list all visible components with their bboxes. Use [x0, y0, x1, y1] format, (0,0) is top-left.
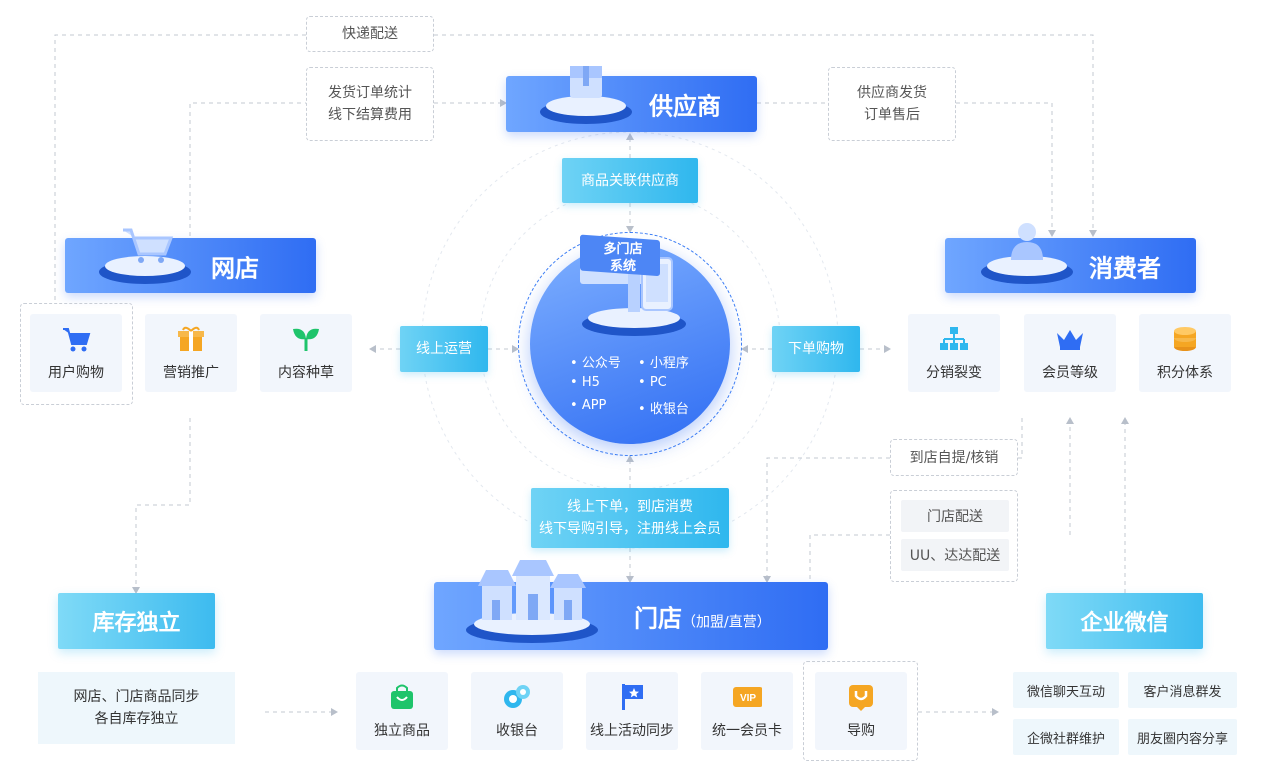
crown-icon: [1055, 324, 1085, 354]
online-tile-content[interactable]: 内容种草: [260, 314, 352, 392]
coin-icon: [502, 682, 532, 712]
system-title: 多门店 系统: [603, 242, 643, 274]
online-tile-marketing[interactable]: 营销推广: [145, 314, 237, 392]
pickup-note: 到店自提/核销: [890, 439, 1018, 476]
guide-tile-frame: [803, 661, 918, 761]
store-tile-cashier[interactable]: 收银台: [471, 672, 563, 750]
shopping-tile-frame: [20, 303, 133, 405]
online-ops-box: 线上运营: [400, 326, 488, 372]
consumer-tile-membership[interactable]: 会员等级: [1024, 314, 1116, 392]
wecom-chip: 微信聊天互动: [1013, 672, 1119, 708]
online-tile-shopping[interactable]: 用户购物: [30, 314, 122, 392]
wecom-box: 企业微信: [1046, 593, 1203, 649]
guide-icon: [846, 682, 876, 712]
order-shopping-box: 下单购物: [772, 326, 860, 372]
supplier-pedestal-icon: [540, 66, 632, 124]
channel-item: • 收银台: [638, 402, 689, 417]
o2o-box: 线上下单，到店消费 线下导购引导，注册线上会员: [531, 488, 729, 548]
store-banner: 门店（加盟/直营）: [434, 560, 828, 650]
store-title: 门店（加盟/直营）: [634, 604, 771, 633]
gift-icon: [176, 324, 206, 354]
supplier-ship-note: 供应商发货 订单售后: [828, 67, 956, 141]
supplier-title: 供应商: [649, 92, 721, 121]
channel-item: • 小程序: [638, 356, 689, 371]
channel-item: • H5: [570, 375, 600, 390]
flag-icon: [617, 682, 647, 712]
consumer-tile-points[interactable]: 积分体系: [1139, 314, 1231, 392]
store-tile-guide[interactable]: 导购: [815, 672, 907, 750]
shopping-cart-icon: [61, 324, 91, 354]
system-device-icon: [580, 234, 686, 336]
wecom-chip: 企微社群维护: [1013, 719, 1119, 755]
center-ring: [518, 232, 742, 456]
link-supplier-box: 商品关联供应商: [562, 158, 698, 203]
consumer-banner: 消费者: [945, 223, 1196, 293]
supplier-banner: 供应商: [506, 66, 757, 132]
store-pedestal-icon: [466, 560, 598, 643]
store-tile-activity[interactable]: 线上活动同步: [586, 672, 678, 750]
online-store-banner: 网店: [65, 228, 316, 293]
express-note: 快递配送: [306, 16, 434, 52]
ship-stats-note: 发货订单统计 线下结算费用: [306, 67, 434, 141]
person-pedestal-icon: [981, 223, 1073, 284]
channel-item: • 公众号: [570, 356, 621, 371]
inventory-desc: 网店、门店商品同步 各自库存独立: [38, 672, 235, 744]
delivery-frame: [890, 490, 1018, 582]
shopping-bag-icon: [387, 682, 417, 712]
store-tile-vip[interactable]: VIP 统一会员卡: [701, 672, 793, 750]
consumer-tile-distribution[interactable]: 分销裂变: [908, 314, 1000, 392]
cart-pedestal-icon: [99, 228, 191, 284]
channel-item: • APP: [570, 398, 607, 413]
uu-delivery-chip: UU、达达配送: [901, 539, 1009, 571]
consumer-title: 消费者: [1089, 254, 1161, 282]
store-tile-products[interactable]: 独立商品: [356, 672, 448, 750]
svg-text:VIP: VIP: [740, 693, 756, 704]
channel-item: • PC: [638, 375, 667, 390]
online-store-title: 网店: [211, 254, 259, 282]
vip-card-icon: VIP: [732, 682, 762, 712]
wecom-chip: 朋友圈内容分享: [1128, 719, 1237, 755]
org-tree-icon: [939, 324, 969, 354]
inventory-box: 库存独立: [58, 593, 215, 649]
store-delivery-chip: 门店配送: [901, 500, 1009, 532]
coins-icon: [1170, 324, 1200, 354]
wecom-chip: 客户消息群发: [1128, 672, 1237, 708]
center-system: 多门店 系统 • 公众号 • 小程序 • H5 • PC • APP • 收银台: [530, 234, 730, 444]
sprout-icon: [291, 324, 321, 354]
